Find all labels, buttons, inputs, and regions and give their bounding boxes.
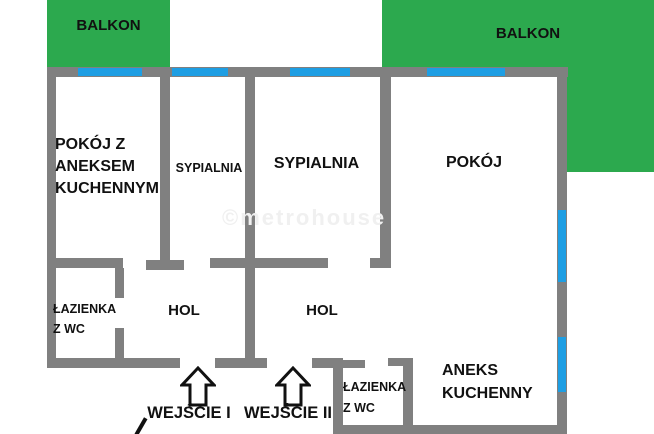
wall-bottom-right	[333, 425, 567, 434]
room-label: POKÓJ	[445, 154, 502, 171]
room-kitchenette-label-line1: POKÓJ Z	[55, 136, 126, 153]
hall-left-label: HOL	[168, 302, 200, 319]
wall-divider-right-a	[255, 258, 328, 268]
window-marker	[558, 337, 566, 392]
wall-bathroom2-left	[333, 358, 343, 434]
balcony-left-label: BALKON	[76, 17, 141, 34]
wall-bathroom1-right-upper	[115, 268, 124, 298]
balcony-right-side	[566, 67, 654, 172]
wall-divider-left-b	[210, 258, 255, 268]
wall-bottom-a	[47, 358, 180, 368]
arrow-up-icon	[275, 366, 311, 407]
hall-right-label: HOL	[306, 302, 338, 319]
wall-divider-right-b	[370, 258, 391, 268]
window-marker	[427, 68, 505, 76]
bathroom-left-label-line2: Z WC	[53, 322, 85, 336]
wall-left	[47, 67, 56, 368]
balcony-left	[47, 0, 170, 67]
bathroom-right-label-line1: ŁAZIENKA	[343, 380, 407, 394]
wall-bedroom2-room	[380, 70, 391, 268]
kitchen-annex-label-line2: KUCHENNY	[442, 385, 533, 402]
window-marker	[290, 68, 350, 76]
wall-bathroom2-top-stub	[333, 360, 365, 368]
watermark: ©metrohouse	[222, 205, 387, 230]
kitchen-annex-label-line1: ANEKS	[442, 362, 499, 379]
bathroom-right-label-line2: Z WC	[343, 401, 375, 415]
bathroom-left-label-line1: ŁAZIENKA	[53, 302, 117, 316]
balcony-right-label: BALKON	[495, 25, 561, 42]
stray-mark	[134, 417, 148, 434]
window-marker	[558, 210, 566, 282]
window-marker	[78, 68, 142, 76]
wall-room1-bedroom1	[160, 70, 170, 268]
window-marker	[172, 68, 228, 76]
wall-room1-bedroom1-foot	[146, 260, 184, 270]
wall-bottom-c	[312, 358, 333, 368]
balcony-right-top	[382, 0, 654, 68]
bedroom-large-label: SYPIALNIA	[273, 155, 360, 172]
wall-bathroom2-top-right	[388, 358, 413, 366]
entrance2-label: WEJŚCIE II	[243, 404, 333, 422]
entrance1-label: WEJŚCIE I	[147, 404, 231, 422]
wall-bottom-b	[215, 358, 267, 368]
bedroom-small-label: SYPIALNIA	[175, 161, 243, 175]
wall-unit-separator	[245, 68, 255, 366]
room-kitchenette-label-line2: ANEKSEM	[55, 158, 136, 175]
arrow-up-icon	[180, 366, 216, 407]
wall-bathroom2-right	[403, 358, 413, 428]
wall-bathroom1-right-lower	[115, 328, 124, 360]
room-kitchenette-label-line3: KUCHENNYM	[55, 180, 159, 197]
wall-divider-left-a	[47, 258, 123, 268]
